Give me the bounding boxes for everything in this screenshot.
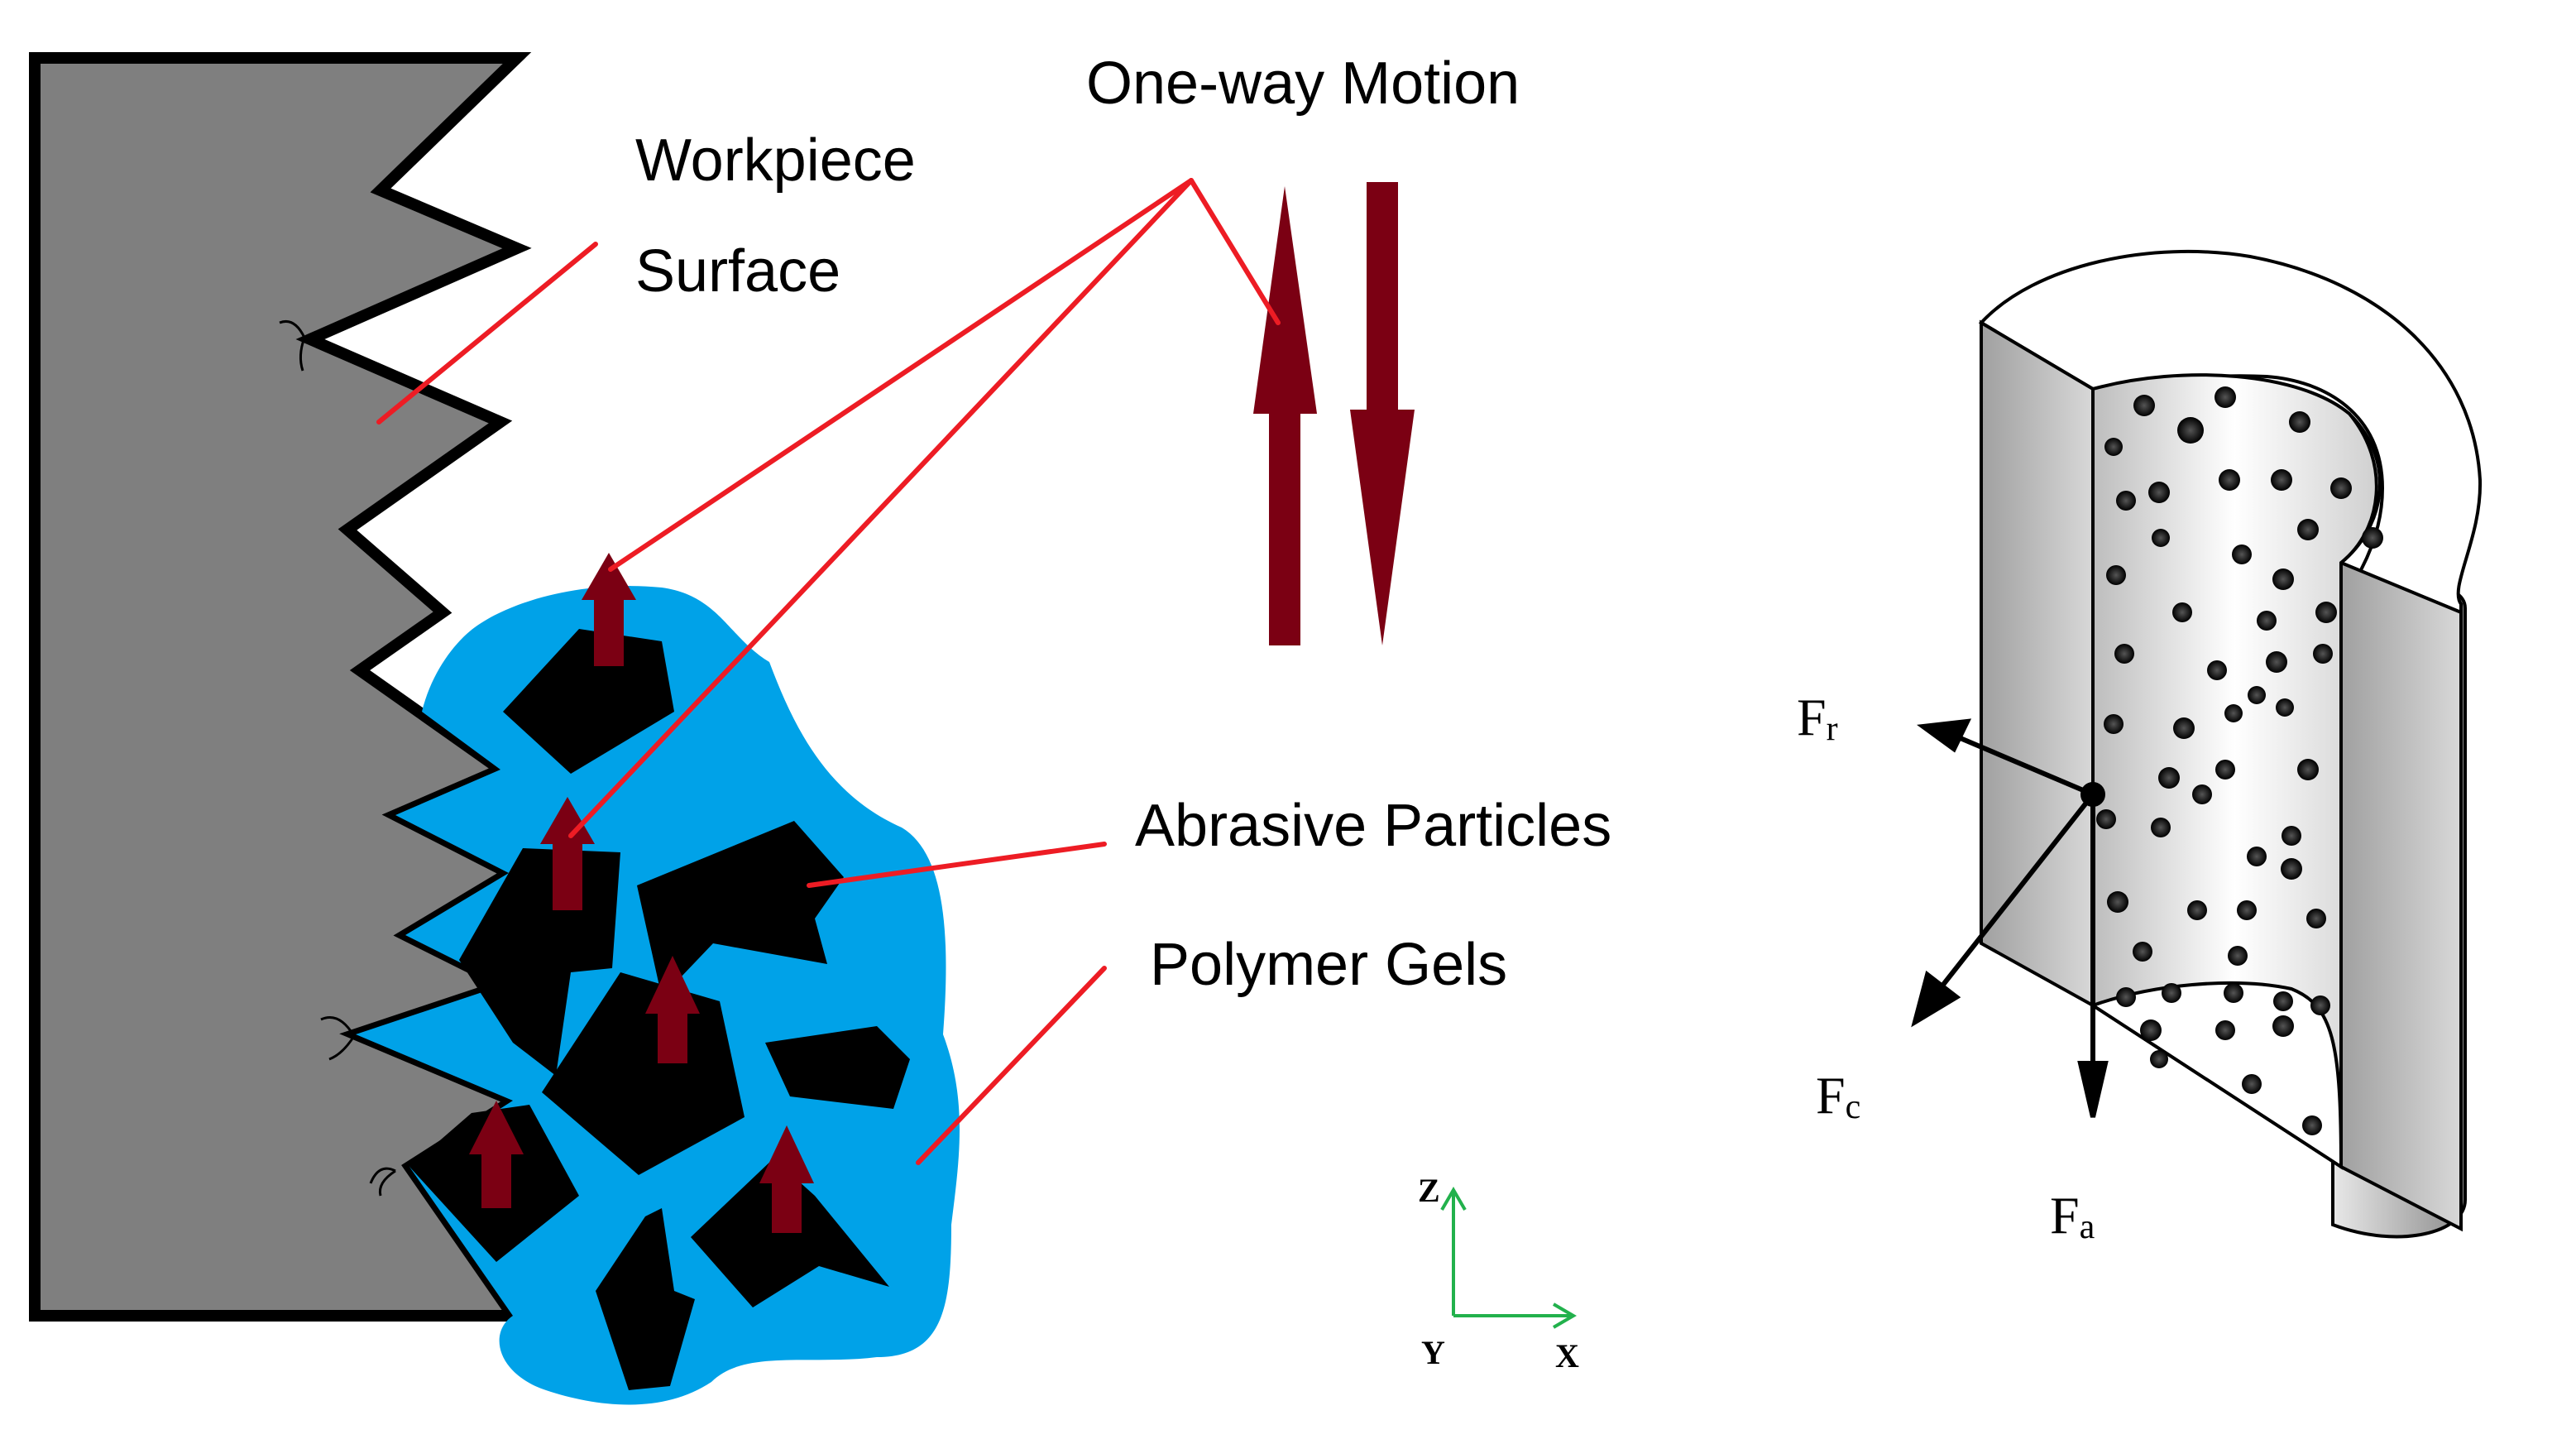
leader-motion-to-particle-2 [568,178,1194,838]
particle-up-arrow [582,553,636,666]
force-vectors [1911,718,2109,1118]
particle-motion-arrows [469,553,814,1233]
particle-up-arrow [645,956,700,1063]
particle-up-arrow [759,1125,814,1233]
x-axis-arrowhead [1552,1302,1577,1329]
leader-motion-to-arrow [1189,178,1281,325]
surface-crack-mark [279,320,306,372]
axis-label-x: X [1555,1337,1579,1374]
label-force-fc: Fc [1816,1066,1860,1126]
cylinder-left-wall [1980,319,2095,1009]
cylinder-right-wall-face [2339,560,2463,1232]
surface-crack-mark [369,1167,396,1197]
z-axis-arrowhead [1440,1187,1467,1211]
label-one-way-motion: One-way Motion [1086,50,1520,117]
label-polymer-gels: Polymer Gels [1150,932,1507,998]
force-fc-line [1937,793,2095,991]
cylinder-particles [2096,386,2383,1135]
axis-label-z: Z [1418,1172,1440,1209]
label-workpiece: Workpiece [635,127,916,194]
label-surface: Surface [635,238,840,305]
one-way-motion-arrows [1253,182,1415,645]
label-abrasive-particles: Abrasive Particles [1135,793,1611,859]
abrasive-particle [637,821,844,997]
cutaway-cylinder [1978,249,2483,1239]
abrasive-particle [596,1208,695,1390]
label-force-fa: Fa [2050,1186,2095,1246]
cylinder-bottom-face [2089,981,2344,1170]
force-fr-line [1955,734,2095,797]
abrasive-particle [542,972,745,1175]
leader-polymer-gels [916,966,1107,1165]
surface-crack-mark [320,1016,356,1061]
leader-lines [376,178,1281,1165]
axis-label-y: Y [1421,1334,1445,1371]
force-fa-arrowhead [2077,1061,2109,1118]
leader-abrasive-particles [807,842,1107,888]
particle-up-arrow [469,1101,524,1208]
leader-motion-to-particle-1 [608,178,1194,572]
abrasive-particle [503,629,674,774]
leader-workpiece-surface [376,242,598,425]
coordinate-axes: Z Y X [1418,1172,1579,1374]
force-fr-arrowhead [1917,718,1972,753]
motion-up-arrow [1253,186,1317,645]
label-force-fr: Fr [1797,688,1838,748]
particle-up-arrow [540,797,595,910]
motion-down-arrow [1350,182,1415,645]
abrasive-particle [765,1026,910,1109]
force-fc-arrowhead [1911,970,1961,1028]
